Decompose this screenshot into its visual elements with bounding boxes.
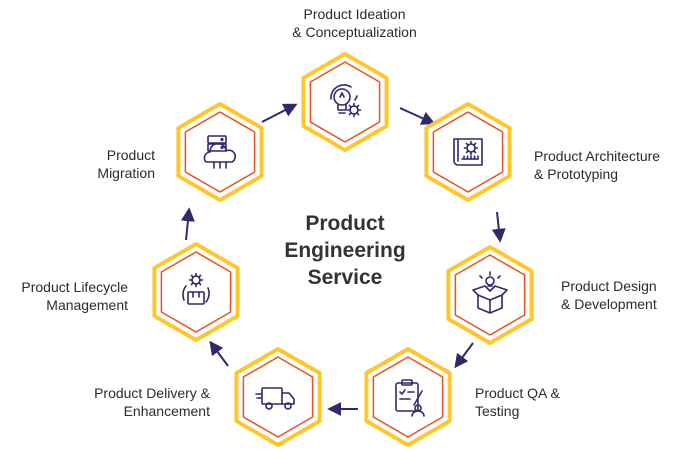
open-box-bulb-icon <box>472 271 508 314</box>
stage-node-design <box>446 245 534 345</box>
stage-label-line: Product Design <box>561 278 657 294</box>
stage-node-architecture <box>424 102 512 202</box>
flow-arrow <box>399 107 436 125</box>
inner-hexagon <box>309 61 381 143</box>
stage-label-line: Product Lifecycle <box>21 279 128 295</box>
clipboard-person-icon <box>395 379 425 417</box>
blueprint-gear-icon <box>453 138 483 166</box>
flow-arrow <box>261 103 298 123</box>
stage-label-lifecycle: Product Lifecycle Management <box>0 278 128 314</box>
flow-arrow <box>209 340 229 367</box>
stage-label-architecture: Product Architecture & Prototyping <box>534 147 660 183</box>
stage-label-line: Product Delivery & <box>94 385 210 401</box>
inner-hexagon <box>242 356 314 438</box>
stage-label-line: Management <box>46 297 128 313</box>
delivery-truck-icon <box>255 387 295 410</box>
stage-label-line: Testing <box>475 403 520 419</box>
inner-hexagon <box>372 356 444 438</box>
center-title-line: Service <box>307 266 383 289</box>
stage-label-line: Migration <box>97 165 155 181</box>
stage-label-line: Product QA & <box>475 385 560 401</box>
center-title: Product Engineering Service <box>250 210 440 291</box>
center-title-line: Product <box>305 212 385 235</box>
server-cloud-icon <box>203 135 237 169</box>
stage-label-design: Product Design & Development <box>561 277 657 313</box>
center-title-line: Engineering <box>284 239 406 262</box>
stage-node-qa <box>364 347 452 447</box>
stage-label-line: & Development <box>561 296 657 312</box>
stage-label-delivery: Product Delivery & Enhancement <box>40 384 210 420</box>
box-cycle-gear-icon <box>182 272 210 305</box>
stage-label-migration: Product Migration <box>40 146 155 182</box>
stage-node-migration <box>176 102 264 202</box>
stage-label-line: Product <box>106 147 155 163</box>
flow-arrow <box>180 207 195 241</box>
stage-label-line: Enhancement <box>123 403 210 419</box>
flow-arrow <box>491 211 506 243</box>
stage-label-line: Product Ideation <box>303 6 406 22</box>
inner-hexagon <box>184 111 256 193</box>
stage-label-ideation: Product Ideation & Conceptualization <box>262 5 447 41</box>
stage-label-line: & Conceptualization <box>292 24 417 40</box>
stage-node-delivery <box>234 347 322 447</box>
inner-hexagon <box>454 254 526 336</box>
stage-label-qa: Product QA & Testing <box>475 384 560 420</box>
flow-arrow <box>454 342 474 369</box>
lightbulb-gear-icon <box>330 84 362 118</box>
stage-node-lifecycle <box>152 242 240 342</box>
stage-label-line: & Prototyping <box>534 166 619 182</box>
stage-node-ideation <box>301 52 389 152</box>
stage-label-line: Product Architecture <box>534 148 661 164</box>
